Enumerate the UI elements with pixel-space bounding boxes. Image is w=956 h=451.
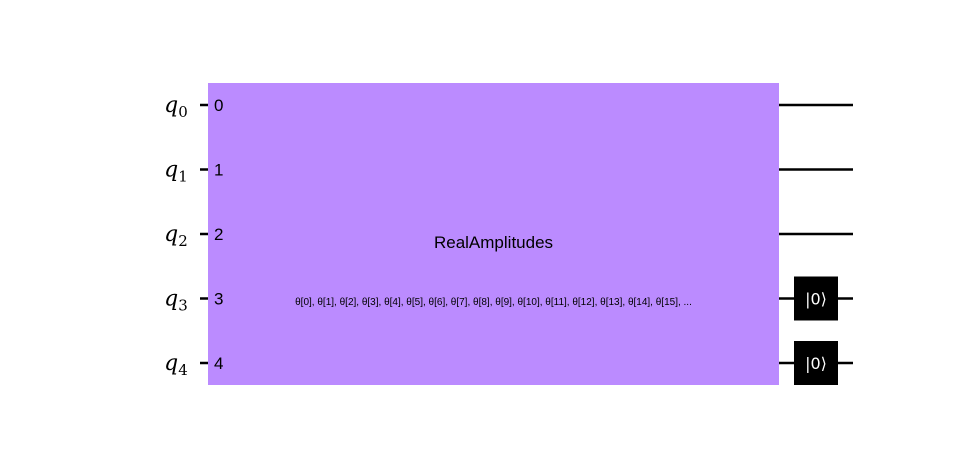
gate-params: θ[0], θ[1], θ[2], θ[3], θ[4], θ[5], θ[6]… bbox=[295, 297, 692, 308]
qubit-label-0: q0 bbox=[164, 93, 188, 121]
gate-port-index-0: 0 bbox=[214, 96, 223, 115]
gate-name: RealAmplitudes bbox=[434, 233, 553, 252]
reset-label-3: |0⟩ bbox=[805, 290, 827, 309]
reset-label-4: |0⟩ bbox=[805, 354, 827, 373]
gate-port-index-3: 3 bbox=[214, 290, 223, 309]
gate-port-index-2: 2 bbox=[214, 225, 223, 244]
qubit-label-2: q2 bbox=[164, 222, 188, 250]
qubit-label-3: q3 bbox=[164, 287, 188, 315]
reset-gate-4 bbox=[794, 341, 838, 385]
qubit-label-1: q1 bbox=[164, 158, 188, 186]
gate-port-index-1: 1 bbox=[214, 161, 223, 180]
reset-ops-layer: |0⟩ |0⟩ bbox=[794, 276, 838, 385]
real-amplitudes-gate bbox=[208, 83, 779, 385]
gate-port-index-4: 4 bbox=[214, 354, 223, 373]
qubit-label-4: q4 bbox=[164, 351, 188, 379]
gate-port-indices-layer: 0 1 2 3 4 bbox=[214, 96, 223, 373]
qubit-labels-layer: q0 q1 q2 q3 q4 bbox=[164, 93, 188, 379]
reset-gate-3 bbox=[794, 276, 838, 321]
